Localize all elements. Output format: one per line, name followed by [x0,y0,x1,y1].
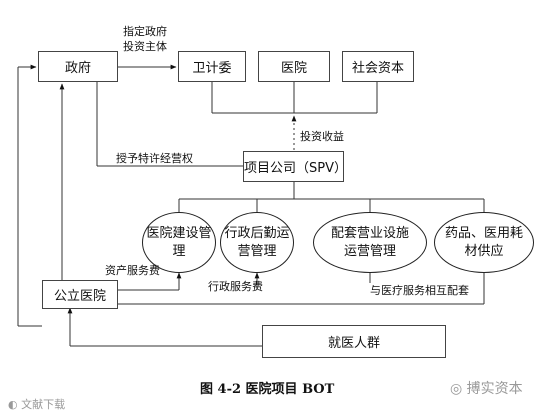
health-commission-label: 卫计委 [192,61,232,76]
hospital-label: 医院 [280,61,307,76]
franchise-label: 授予特许经营权 [116,152,193,165]
investment-income-label: 投资收益 [300,130,344,143]
support-facilities-oval: 配套营业设施运营管理 [313,212,427,273]
government-node: 政府 [38,51,118,82]
admin-service-fee-label: 行政服务费 [208,280,263,293]
hospital-construction-oval: 医院建设管理 [142,212,216,273]
watermark-right: ◎ 搏实资本 [450,378,523,398]
asset-service-fee-label: 资产服务费 [105,264,160,277]
social-capital-label: 社会资本 [351,61,404,76]
public-hospital-node: 公立医院 [42,280,118,309]
figure-caption: 图 4-2 医院项目 BOT [200,382,335,397]
watermark-icon: ◐ [8,398,22,411]
oval-label: 医院建设管理 [146,225,212,259]
investor-label: 投资主体 [123,40,167,53]
patients-node: 就医人群 [262,325,446,358]
health-commission-node: 卫计委 [178,51,246,82]
wechat-icon: ◎ [450,381,467,397]
drug-supply-oval: 药品、医用耗材供应 [434,212,534,273]
public-hospital-label: 公立医院 [53,289,106,304]
oval-label: 行政后勤运营管理 [224,225,290,259]
social-capital-node: 社会资本 [342,51,414,82]
oval-label: 配套营业设施运营管理 [330,225,409,259]
project-company-label: 项目公司（SPV） [244,161,347,176]
watermark-right-text: 搏实资本 [466,381,523,397]
project-company-node: 项目公司（SPV） [243,151,347,182]
admin-logistics-oval: 行政后勤运营管理 [220,212,294,273]
government-label: 政府 [64,61,91,76]
hospital-node: 医院 [258,51,330,82]
oval-label: 药品、医用耗材供应 [444,225,523,259]
patients-label: 就医人群 [327,336,380,351]
designate-label: 指定政府 [123,25,167,38]
watermark-left-text: 文献下载 [21,398,66,411]
medical-support-label: 与医疗服务相互配套 [370,284,469,297]
watermark-left: ◐ 文献下载 [8,396,65,412]
